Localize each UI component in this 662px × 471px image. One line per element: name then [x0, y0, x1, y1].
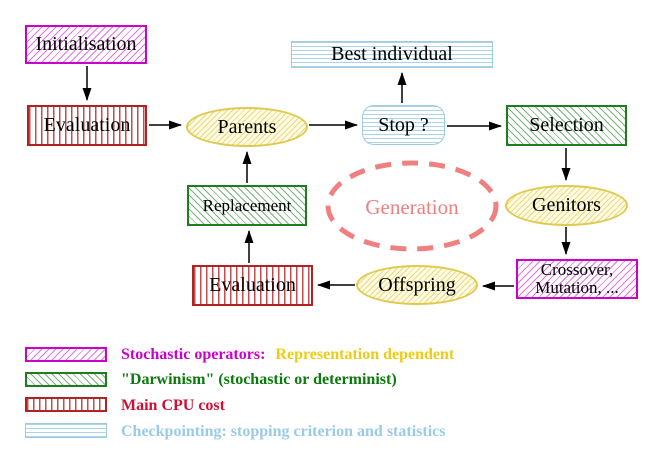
legend-label-stochastic-operators: Stochastic operators: Representation depe… [121, 345, 454, 364]
legend-label-checkpointing: Checkpointing: stopping criterion and st… [121, 423, 446, 440]
node-replacement: Replacement [187, 185, 307, 226]
node-evaluation-bottom-label: Evaluation [209, 274, 296, 296]
node-initialisation-label: Initialisation [35, 33, 137, 55]
generation-text: Generation [365, 194, 459, 219]
node-evaluation-top-label: Evaluation [43, 114, 131, 136]
node-parents-label: Parents [217, 115, 277, 138]
node-offspring-label: Offspring [378, 273, 456, 296]
node-genitors: Genitors [505, 185, 628, 226]
node-replacement-label: Replacement [202, 195, 292, 215]
legend-label-darwinism: "Darwinism" (stochastic or determinist) [121, 371, 397, 388]
node-parents: Parents [186, 107, 308, 147]
legend-swatch-darwinism [25, 372, 107, 387]
generation-cycle-ellipse [325, 160, 499, 252]
node-crossover-line1: Crossover, [540, 260, 614, 279]
legend-swatch-stochastic-operators [25, 347, 107, 362]
node-evaluation-bottom: Evaluation [192, 265, 313, 306]
node-crossover-line2: Mutation, ... [535, 278, 619, 297]
generation-cycle-label: Generation [347, 194, 477, 220]
node-crossover-mutation: Crossover, Mutation, ... [516, 259, 638, 299]
node-best-individual-label: Best individual [331, 43, 453, 65]
node-offspring: Offspring [356, 265, 478, 305]
legend-label-main-cpu-cost: Main CPU cost [121, 397, 225, 414]
legend-swatch-checkpointing [25, 423, 107, 438]
node-initialisation: Initialisation [25, 25, 147, 64]
legend-text-stochastic-operators: Stochastic operators: [121, 346, 266, 363]
legend-swatch-main-cpu-cost [25, 397, 107, 412]
node-stop: Stop ? [362, 105, 445, 145]
node-selection-label: Selection [529, 114, 604, 136]
node-genitors-label: Genitors [532, 194, 601, 216]
node-selection: Selection [506, 105, 627, 146]
node-stop-label: Stop ? [378, 113, 429, 136]
node-evaluation-top: Evaluation [27, 105, 147, 146]
node-best-individual: Best individual [291, 41, 493, 68]
legend-text-representation-dependent: Representation dependent [275, 346, 455, 363]
